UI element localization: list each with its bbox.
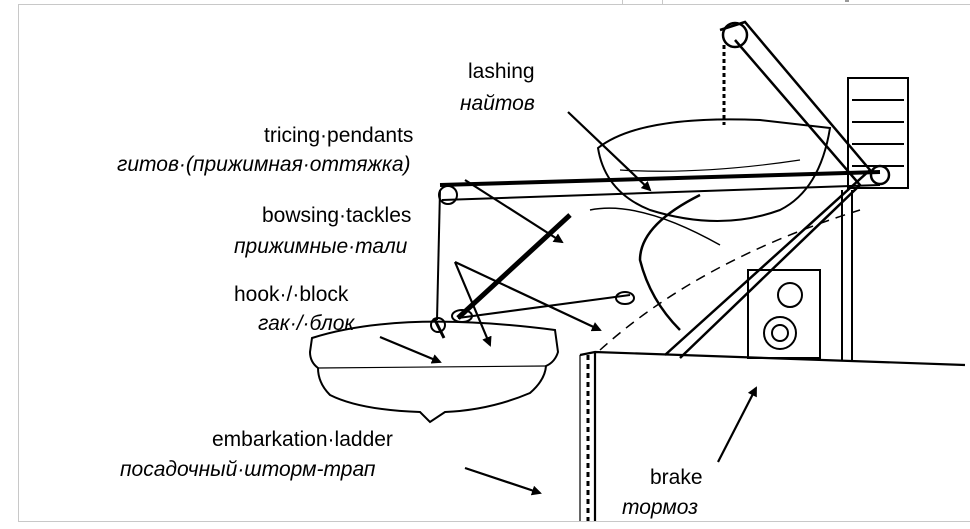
hook-arrow	[379, 335, 442, 364]
label-lashing-ru: найтов	[460, 92, 535, 115]
frame-top-border	[18, 4, 970, 5]
label-lashing-en: lashing	[468, 60, 535, 83]
frame-tick	[622, 0, 623, 5]
ladder-arrow	[464, 466, 542, 496]
label-brake-en: brake	[650, 466, 703, 489]
bowsing-arrow-1	[453, 261, 492, 347]
label-brake-ru: тормоз	[622, 496, 698, 519]
swing-path	[599, 209, 861, 351]
frame-bottom-border	[18, 521, 970, 522]
bowsing-tackle-line	[451, 213, 635, 323]
stowed-lifeboat	[596, 118, 832, 222]
bowsing-arrow-2	[454, 261, 602, 332]
brake-arrow	[717, 386, 757, 463]
tricing-arrow	[464, 179, 564, 244]
frame-tick	[662, 0, 663, 5]
lowered-lifeboat	[308, 320, 560, 424]
lashing-arrow	[567, 111, 652, 192]
label-embarkation-ladder-ru: посадочный·шторм-трап	[120, 458, 376, 481]
davit-frame	[589, 20, 891, 359]
label-tricing-pendants-en: tricing·pendants	[264, 124, 414, 147]
label-hook-block-ru: гак·/·блок	[258, 312, 355, 335]
frame-left-border	[18, 4, 19, 522]
callout-arrows	[379, 111, 757, 496]
ship-hull	[579, 350, 966, 521]
frame-tick	[845, 0, 849, 2]
label-hook-block-en: hook·/·block	[234, 283, 349, 306]
label-bowsing-tackles-ru: прижимные·тали	[234, 235, 408, 258]
label-embarkation-ladder-en: embarkation·ladder	[212, 428, 393, 451]
label-bowsing-tackles-en: bowsing·tackles	[262, 204, 412, 227]
label-tricing-pendants-ru: гитов·(прижимная·оттяжка)	[117, 153, 411, 176]
winch-housing	[747, 77, 909, 360]
